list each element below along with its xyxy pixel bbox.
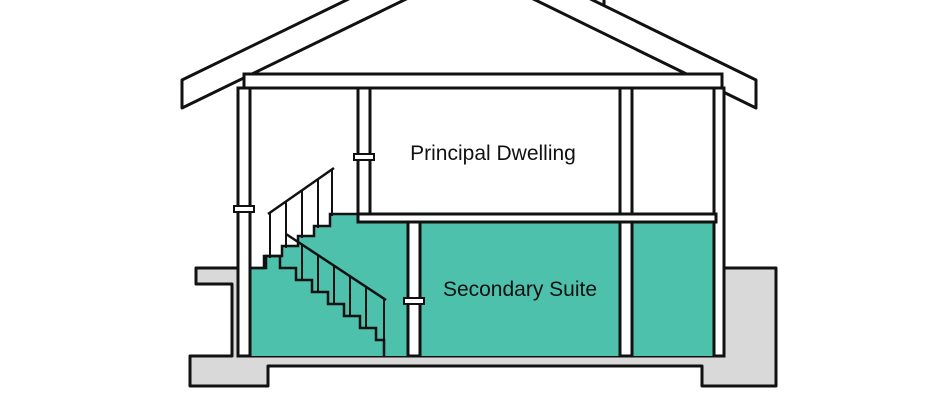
left-wall-joint (233, 205, 255, 213)
lower-stairs (250, 254, 386, 356)
upper-post (356, 86, 372, 216)
upper-balusters (269, 170, 333, 258)
left-wall (236, 86, 252, 358)
principal-dwelling-label: Principal Dwelling (410, 142, 576, 165)
ceiling-beam (242, 72, 724, 90)
secondary-suite-label: Secondary Suite (443, 278, 597, 301)
lower-post (406, 220, 422, 358)
lower-post-joint (403, 297, 425, 305)
upper-post-joint (353, 153, 375, 161)
floor-beam (356, 212, 718, 224)
roof (180, 0, 758, 110)
lower-balusters (301, 245, 385, 350)
